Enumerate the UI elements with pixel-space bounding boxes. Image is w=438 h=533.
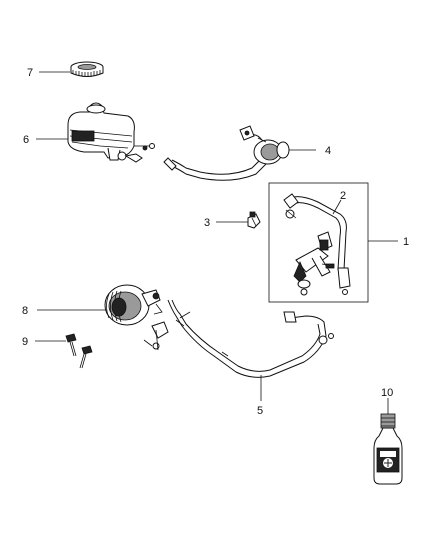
callout-1: 1 <box>403 236 409 248</box>
clutch-master-cylinder <box>293 231 335 296</box>
callout-2: 2 <box>340 190 346 202</box>
fluid-bottle <box>373 413 403 485</box>
reservoir-cap <box>70 61 104 77</box>
master-cylinder-box <box>268 182 369 303</box>
leader-lines <box>35 71 398 414</box>
callout-8: 8 <box>22 305 28 317</box>
callout-3: 3 <box>204 217 210 229</box>
clutch-line-upper <box>283 193 351 295</box>
callout-9: 9 <box>22 336 28 348</box>
callout-labels: 7 6 4 3 1 2 8 9 5 10 <box>22 67 409 417</box>
callout-7: 7 <box>27 67 33 79</box>
mounting-bolts <box>65 333 93 369</box>
leader-line-2 <box>332 199 342 215</box>
reservoir-hose <box>163 125 290 181</box>
clutch-hydraulic-line <box>143 299 334 378</box>
callout-5: 5 <box>257 405 263 417</box>
callout-10: 10 <box>381 387 393 399</box>
fluid-reservoir <box>67 102 155 163</box>
callout-6: 6 <box>23 134 29 146</box>
retaining-clip <box>247 211 261 229</box>
clutch-slave-cylinder <box>104 284 163 326</box>
callout-4: 4 <box>325 145 331 157</box>
